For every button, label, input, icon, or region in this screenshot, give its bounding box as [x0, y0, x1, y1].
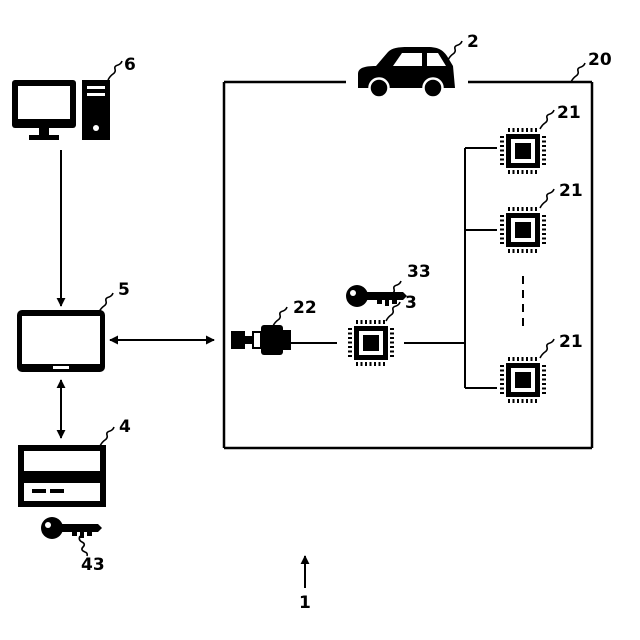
card-key-icon [41, 517, 102, 539]
ecu-chip-icon [500, 128, 546, 174]
leader-lines [79, 41, 585, 556]
gateway-key-icon [346, 285, 407, 307]
label-card-key: 43 [81, 555, 105, 575]
gateway-ecu-chip-icon [348, 320, 394, 366]
label-tablet: 5 [118, 280, 130, 300]
label-vehicle: 2 [467, 32, 479, 52]
label-computer: 6 [124, 55, 136, 75]
label-gateway-ecu: 3 [405, 293, 417, 313]
label-system: 1 [299, 593, 311, 613]
ecu-chip-icon [500, 207, 546, 253]
label-vehicle-network: 20 [588, 50, 612, 70]
connector-plug-icon [231, 325, 291, 355]
card-icon [18, 445, 106, 507]
label-gateway-key: 33 [407, 262, 431, 282]
label-card: 4 [119, 417, 131, 437]
label-ecu: 21 [559, 181, 583, 201]
ecu-chip-icon [500, 357, 546, 403]
tablet-icon [17, 310, 105, 372]
ellipsis-dots [522, 276, 524, 326]
car-icon [358, 47, 455, 98]
label-ecu: 21 [557, 103, 581, 123]
desktop-computer-icon [12, 80, 110, 140]
label-ecu: 21 [559, 332, 583, 352]
label-connector: 22 [293, 298, 317, 318]
